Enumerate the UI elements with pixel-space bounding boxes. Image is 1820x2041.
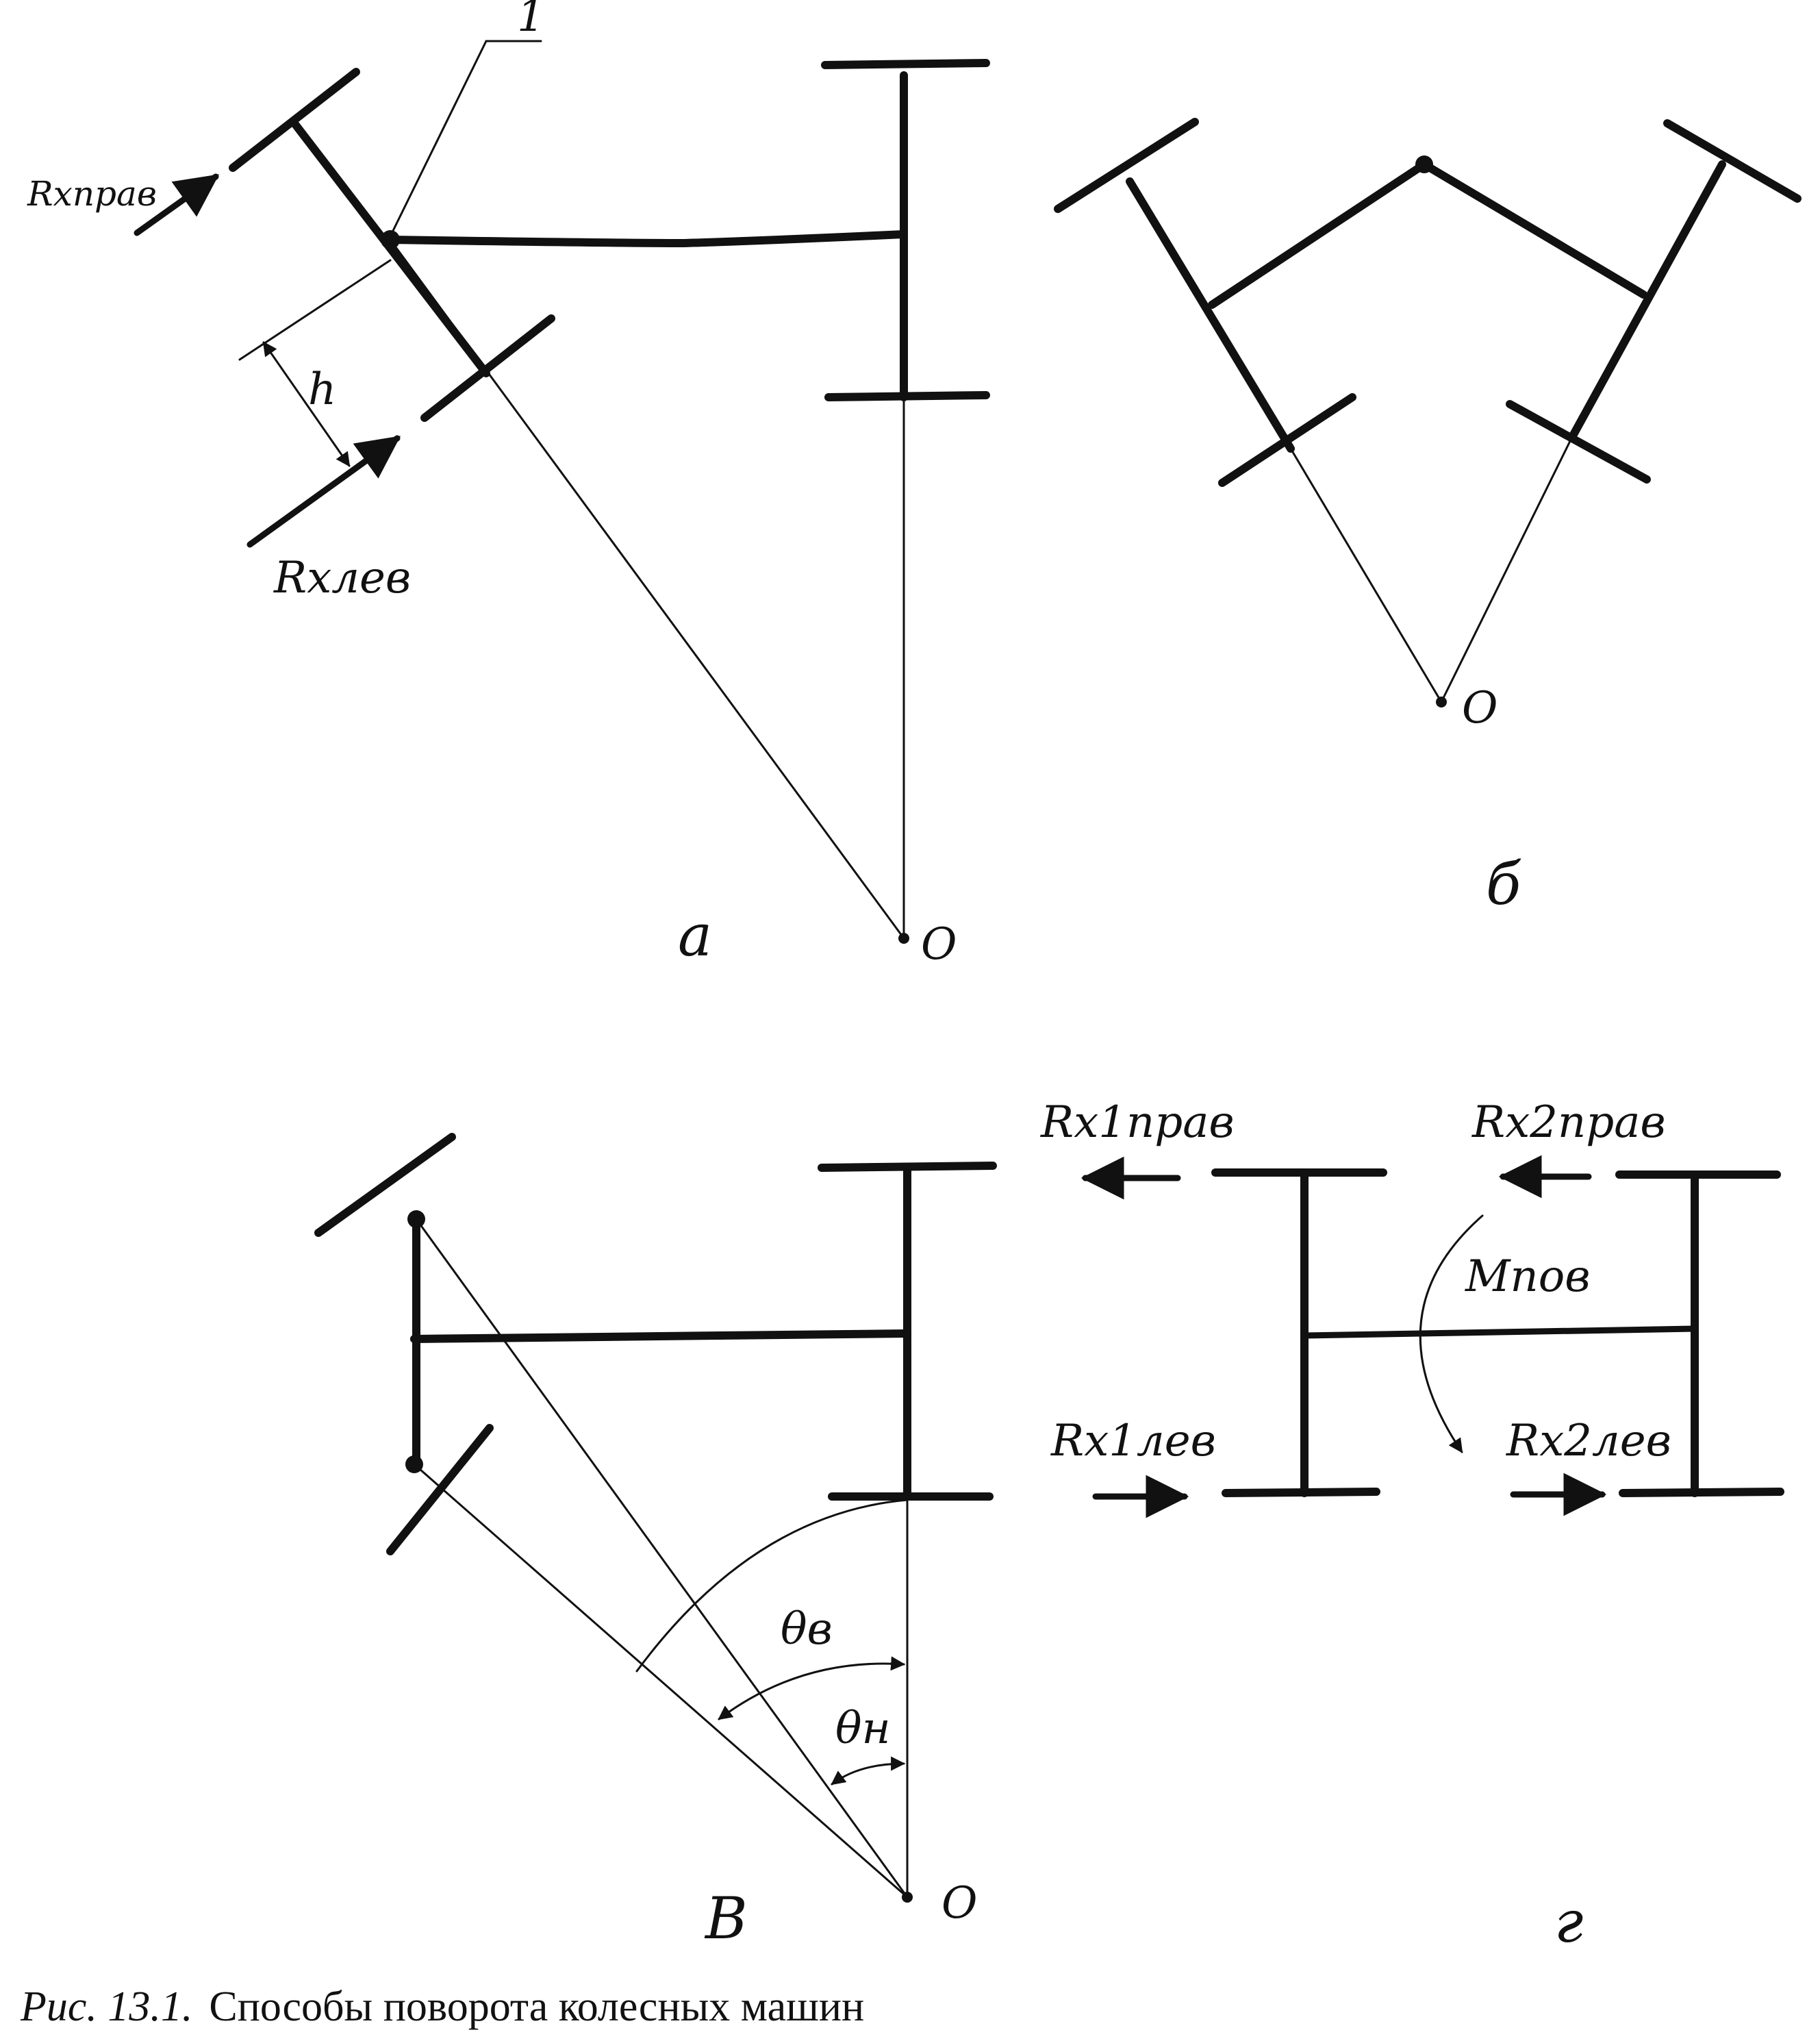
wheel-b-right-bottom [1506,400,1651,484]
panel-letter-v: В [704,1885,748,1952]
force-left-arrow [247,435,401,548]
axle-b-right [1567,160,1726,442]
steered-wheel-v-top [314,1133,456,1237]
angle-inner-arc [831,1756,906,1786]
wheel-v-top [818,1162,997,1172]
wheel-a-bottom [824,391,990,401]
center-point-a [898,933,909,944]
ray-a-front [389,238,905,940]
panel-letter-b: б [1486,851,1521,918]
angle-inner-label: θн [835,1703,891,1754]
label-moment: Мпов [1465,1251,1591,1302]
frame-a [386,230,908,248]
label-rx1-lev: Rx1лев [1050,1416,1216,1466]
caption-prefix: Рис. 13.1. [20,1983,192,2030]
callout-label: 1 [517,0,545,42]
arc-outer-v [635,1499,909,1673]
frame-g [1301,1325,1698,1339]
dim-ext-1 [238,259,392,361]
center-label-a: О [921,919,957,970]
label-rx2-prav: Rx2прав [1471,1097,1666,1148]
wheel-a-front-left [420,314,555,422]
wheel-b-left-bottom [1218,393,1356,487]
force-left-label: Rxлев [273,553,411,603]
dim-h-label: h [308,364,336,415]
label-rx1-prav: Rx1прав [1040,1097,1235,1148]
dim-h [262,341,351,467]
wheel-a-front-right [229,68,360,172]
label-rx2-lev: Rx2лев [1506,1416,1671,1466]
panel-letter-a: а [678,902,712,969]
angle-outer-arc [718,1656,906,1720]
figure-caption: Рис. 13.1. Способы поворота колесных маш… [20,1983,864,2030]
callout-leader [389,40,488,238]
center-label-b: О [1462,683,1497,734]
angle-outer-label: θв [781,1604,833,1655]
ray-b-right [1440,437,1573,703]
axle-b-left [1126,177,1295,453]
ray-v-outer [415,1218,909,1899]
center-point-v [902,1892,913,1903]
hinge-b [1415,155,1433,173]
panel-v: θв θн О В [314,1133,997,1952]
panel-b: О б [1054,118,1802,918]
wheel-a-top [821,59,990,69]
caption-text: Способы поворота колесных машин [209,1983,864,2030]
frame-b-right [1420,160,1647,299]
wheel-g-right-bottom [1619,1488,1784,1497]
wheel-b-left-top [1054,118,1199,213]
force-right-label: Rxправ [27,174,157,214]
frame-b-left [1208,160,1428,309]
force-right-arrow [134,173,220,236]
frame-v [410,1329,911,1343]
moment-arc [1419,1214,1484,1453]
panel-g: Rx1прав Rx2прав Rx1лев Rx2лев Мпов г [1040,1097,1784,1955]
center-label-v: О [941,1878,977,1929]
panel-a: 1 h Rxправ Rxлев О а [27,0,990,970]
ray-v-inner [413,1463,909,1899]
ray-b-left [1289,447,1443,703]
wheel-g-left-bottom [1222,1488,1380,1497]
wheel-b-right-top [1663,119,1802,203]
center-point-b [1436,697,1447,708]
steered-wheel-v-bottom [386,1424,494,1555]
panel-letter-g: г [1554,1888,1583,1955]
